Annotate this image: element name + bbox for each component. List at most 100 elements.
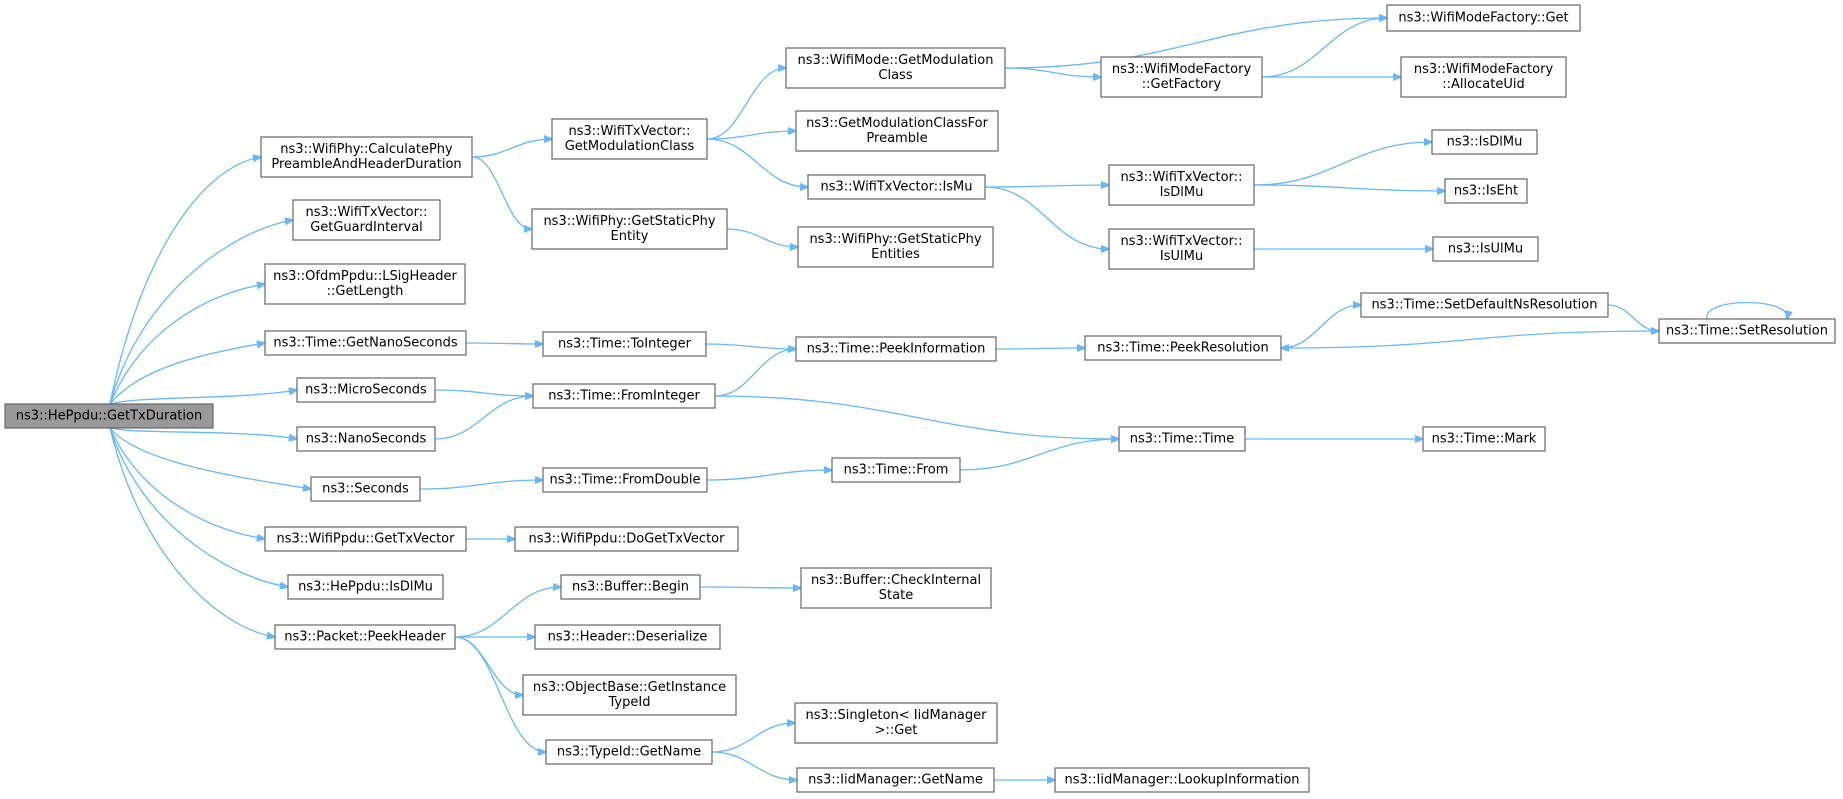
node-label: ns3::Time::FromInteger [548, 389, 700, 404]
node-label: State [879, 588, 913, 603]
node-txv-get-mod-class[interactable]: ns3::WifiTxVector::GetModulationClass [551, 118, 708, 160]
node-label: ns3::GetModulationClassFor [806, 116, 989, 131]
node-is-dl-mu[interactable]: ns3::IsDlMu [1431, 129, 1538, 155]
edge-from-integer-to-time-time [714, 395, 1119, 439]
edge-txv-is-mu-to-txv-is-dl-mu [984, 185, 1109, 187]
edge-line [454, 587, 561, 638]
node-buf-begin[interactable]: ns3::Buffer::Begin [560, 574, 701, 600]
node-label: ns3::IsUlMu [1448, 242, 1523, 257]
edge-get-nano-to-to-integer [465, 343, 543, 344]
node-box [1108, 228, 1255, 270]
node-txv-is-ul-mu[interactable]: ns3::WifiTxVector::IsUlMu [1108, 228, 1255, 270]
node-box [260, 136, 473, 178]
node-time-time[interactable]: ns3::Time::Time [1118, 426, 1246, 452]
edge-line [1004, 18, 1387, 69]
node-peek-info[interactable]: ns3::Time::PeekInformation [795, 336, 997, 362]
node-iid-get-name[interactable]: ns3::IidManager::GetName [796, 767, 995, 793]
node-wmf-get[interactable]: ns3::WifiModeFactory::Get [1386, 4, 1581, 32]
node-time-from[interactable]: ns3::Time::From [831, 457, 961, 483]
node-guard-int[interactable]: ns3::WifiTxVector::GetGuardInterval [292, 199, 441, 241]
node-box [296, 377, 436, 403]
node-wm-get-mod-class[interactable]: ns3::WifiMode::GetModulationClass [785, 47, 1006, 89]
node-box [1400, 56, 1567, 98]
edge-line [714, 349, 796, 397]
node-txv-is-mu[interactable]: ns3::WifiTxVector::IsMu [807, 174, 986, 200]
node-label: ns3::WifiTxVector:: [1120, 234, 1242, 249]
node-to-integer[interactable]: ns3::Time::ToInteger [542, 331, 707, 357]
node-box [514, 526, 739, 552]
edge-line [706, 131, 796, 140]
edge-line [454, 636, 523, 695]
node-set-def-ns[interactable]: ns3::Time::SetDefaultNsResolution [1360, 292, 1609, 318]
node-micro[interactable]: ns3::MicroSeconds [296, 377, 436, 403]
edge-micro-to-from-integer [434, 389, 533, 396]
node-label: ns3::WifiModeFactory [1112, 62, 1252, 77]
edge-line [699, 587, 801, 588]
edge-txv-is-mu-to-txv-is-ul-mu [984, 186, 1109, 249]
node-box [785, 47, 1006, 89]
node-root[interactable]: ns3::HePpdu::GetTxDuration [4, 403, 214, 429]
node-label: PreambleAndHeaderDuration [271, 157, 461, 172]
edge-seconds-to-from-double [419, 480, 543, 490]
node-is-ul-mu[interactable]: ns3::IsUlMu [1432, 236, 1539, 262]
node-txv-is-dl-mu[interactable]: ns3::WifiTxVector::IsDlMu [1108, 164, 1255, 206]
node-box [1386, 4, 1581, 32]
node-seconds[interactable]: ns3::Seconds [310, 476, 421, 502]
edge-line [1706, 301, 1787, 320]
node-type-id-get-name[interactable]: ns3::TypeId::GetName [545, 739, 713, 765]
edge-line [109, 427, 275, 637]
node-lsig-len[interactable]: ns3::OfdmPpdu::LSigHeader::GetLength [264, 263, 466, 305]
edge-line [434, 389, 533, 396]
node-lookup-info[interactable]: ns3::IidManager::LookupInformation [1054, 767, 1310, 793]
node-label: Entity [611, 229, 649, 244]
node-from-double[interactable]: ns3::Time::FromDouble [542, 467, 708, 493]
node-wmf-alloc[interactable]: ns3::WifiModeFactory::AllocateUid [1400, 56, 1567, 98]
edge-line [1253, 184, 1445, 191]
edge-txv-get-mod-class-to-txv-is-mu [706, 138, 808, 187]
node-get-nano[interactable]: ns3::Time::GetNanoSeconds [264, 330, 467, 356]
node-hdr-deser[interactable]: ns3::Header::Deserialize [534, 624, 721, 650]
node-label: ::AllocateUid [1442, 77, 1524, 92]
node-label: ns3::MicroSeconds [305, 383, 427, 398]
edge-peek-header-to-buf-begin [454, 587, 561, 638]
node-box [795, 336, 997, 362]
node-calc-phy[interactable]: ns3::WifiPhy::CalculatePhyPreambleAndHea… [260, 136, 473, 178]
edge-line [714, 395, 1119, 439]
edge-line [1253, 142, 1432, 186]
node-label: ns3::Time::SetDefaultNsResolution [1372, 298, 1598, 313]
node-box [800, 567, 992, 609]
node-set-res[interactable]: ns3::Time::SetResolution [1658, 318, 1836, 344]
node-get-tx-vec[interactable]: ns3::WifiPpdu::GetTxVector [264, 526, 467, 552]
node-singleton-get[interactable]: ns3::Singleton< IidManager>::Get [794, 702, 998, 744]
node-is-eht[interactable]: ns3::IsEht [1444, 178, 1528, 204]
node-time-mark[interactable]: ns3::Time::Mark [1422, 426, 1546, 452]
node-box [264, 526, 467, 552]
node-box [795, 110, 999, 152]
node-from-integer[interactable]: ns3::Time::FromInteger [532, 383, 716, 409]
edge-type-id-get-name-to-iid-get-name [711, 751, 797, 780]
node-box [531, 208, 728, 250]
edge-line [706, 138, 808, 187]
node-do-get-tx-vec[interactable]: ns3::WifiPpdu::DoGetTxVector [514, 526, 739, 552]
node-wmf-get-factory[interactable]: ns3::WifiModeFactory::GetFactory [1100, 56, 1263, 98]
node-label: ns3::IsEht [1454, 184, 1518, 199]
node-he-ppdu-is-dl-mu[interactable]: ns3::HePpdu::IsDlMu [287, 574, 444, 600]
edge-root-to-nano [109, 427, 297, 439]
node-label: ns3::IidManager::LookupInformation [1064, 773, 1299, 788]
edge-buf-begin-to-buf-check [699, 587, 801, 588]
node-peek-res[interactable]: ns3::Time::PeekResolution [1084, 335, 1282, 361]
node-label: ns3::Buffer::Begin [572, 580, 689, 595]
edge-line [984, 185, 1109, 187]
node-peek-header[interactable]: ns3::Packet::PeekHeader [274, 624, 456, 650]
edge-line [959, 439, 1119, 471]
node-nano[interactable]: ns3::NanoSeconds [296, 426, 436, 452]
edge-from-integer-to-peek-info [714, 349, 796, 397]
node-box [545, 739, 713, 765]
node-label: ns3::Time::GetNanoSeconds [273, 336, 458, 351]
